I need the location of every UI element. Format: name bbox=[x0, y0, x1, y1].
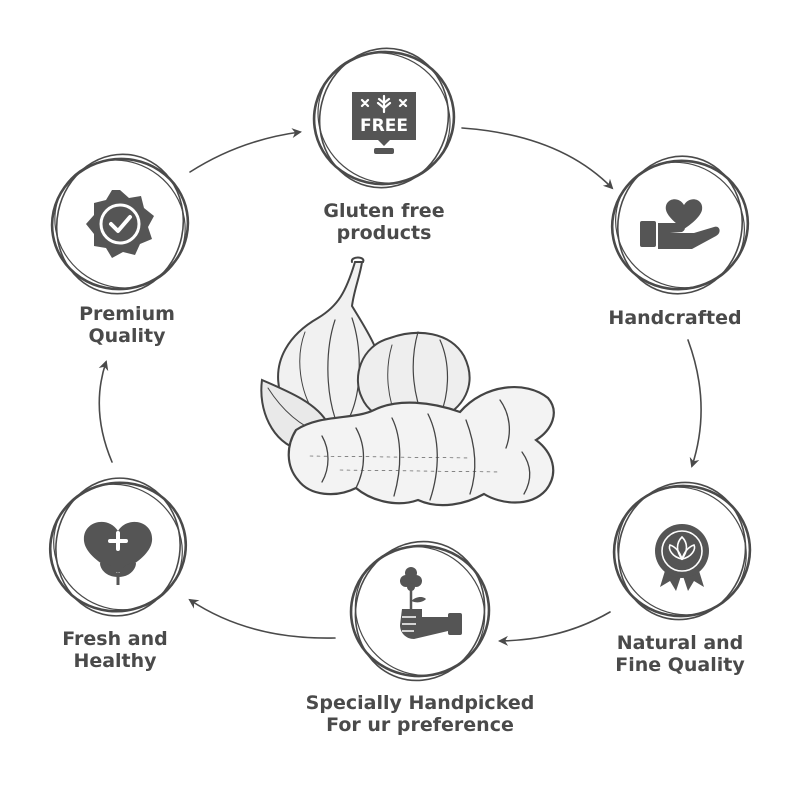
hand-flower-icon bbox=[400, 567, 462, 639]
arrow-fresh-to-premium bbox=[98, 360, 113, 463]
ring-fresh bbox=[48, 477, 188, 617]
check-badge-icon bbox=[86, 190, 154, 258]
label-line: Healthy bbox=[73, 650, 157, 672]
label-fresh: Fresh and Healthy bbox=[40, 628, 190, 672]
arrow-natural-to-handpicked bbox=[498, 611, 611, 646]
label-premium: Premium Quality bbox=[52, 303, 202, 347]
label-line: Natural and bbox=[616, 632, 744, 654]
ring-premium bbox=[50, 153, 190, 295]
ring-handpicked bbox=[349, 540, 491, 682]
label-line: Quality bbox=[88, 325, 166, 347]
hand-heart-icon bbox=[640, 199, 720, 249]
cycle-arrows bbox=[98, 127, 702, 646]
ring-gluten-free bbox=[312, 47, 456, 189]
label-gluten-free: Gluten free products bbox=[284, 200, 484, 244]
arrow-handcrafted-to-natural bbox=[687, 339, 702, 468]
label-line: Fresh and bbox=[62, 628, 168, 650]
label-line: Premium bbox=[79, 303, 175, 325]
label-line: Specially Handpicked bbox=[305, 692, 535, 714]
heart-plus-leaf-icon bbox=[83, 521, 153, 585]
label-line: Fine Quality bbox=[615, 654, 745, 676]
label-line: products bbox=[336, 222, 432, 244]
arrow-premium-to-gluten bbox=[189, 128, 302, 173]
award-ribbon-icon bbox=[655, 524, 709, 591]
free-badge-text: FREE bbox=[360, 116, 408, 136]
label-handcrafted: Handcrafted bbox=[585, 307, 765, 329]
label-line: Gluten free bbox=[323, 200, 445, 222]
garlic-ginger-illustration bbox=[260, 256, 555, 507]
ginger-root bbox=[287, 386, 555, 507]
free-badge-icon: FREE bbox=[352, 92, 416, 154]
arrow-handpicked-to-fresh bbox=[188, 598, 336, 639]
ring-natural bbox=[612, 481, 752, 621]
arrow-gluten-to-handcrafted bbox=[461, 127, 614, 190]
scribble-rings bbox=[48, 47, 752, 682]
label-natural: Natural and Fine Quality bbox=[590, 632, 770, 676]
label-line: Handcrafted bbox=[608, 307, 742, 329]
label-handpicked: Specially Handpicked For ur preference bbox=[285, 692, 555, 736]
label-line: For ur preference bbox=[326, 714, 514, 736]
